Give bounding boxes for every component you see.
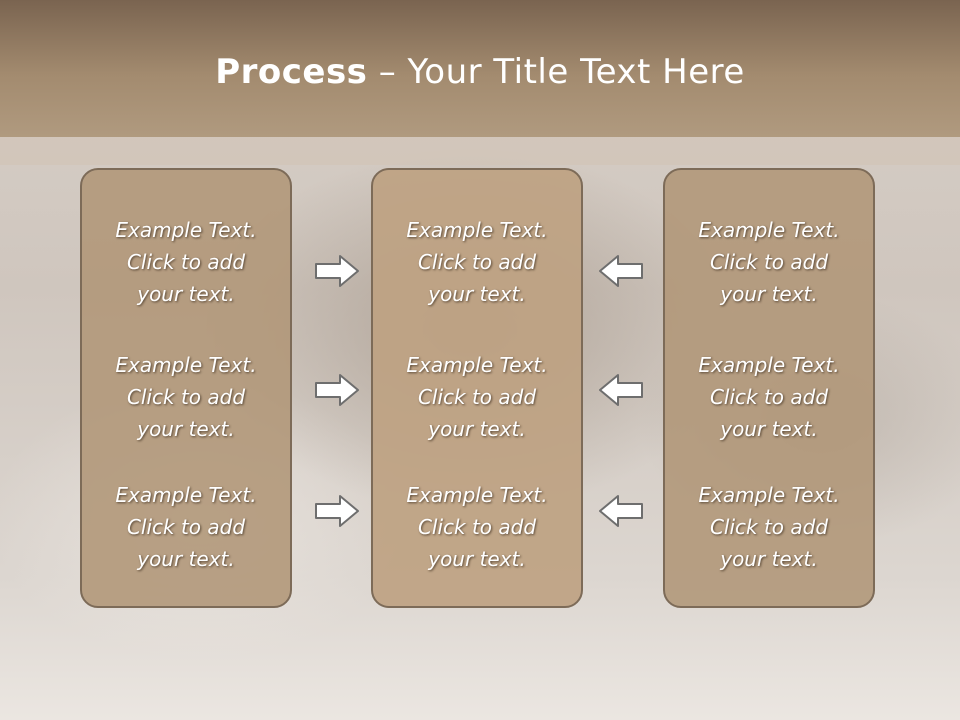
text-block[interactable]: Example Text. Click to add your text. (373, 214, 581, 310)
text-line: Click to add (709, 515, 829, 539)
text-line: Example Text. (115, 218, 257, 242)
text-line: your text. (428, 282, 526, 306)
text-line: Example Text. (115, 483, 257, 507)
text-line: Click to add (709, 385, 829, 409)
text-block[interactable]: Example Text. Click to add your text. (665, 214, 873, 310)
title-bar (0, 0, 960, 137)
text-line: your text. (720, 417, 818, 441)
text-line: Click to add (417, 250, 537, 274)
text-line: your text. (137, 547, 235, 571)
text-line: Example Text. (406, 353, 548, 377)
right-arrow-icon (315, 495, 359, 527)
right-box[interactable]: Example Text. Click to add your text. Ex… (663, 168, 875, 608)
title-rest: – Your Title Text Here (367, 52, 745, 92)
left-box[interactable]: Example Text. Click to add your text. Ex… (80, 168, 292, 608)
text-line: Example Text. (406, 483, 548, 507)
text-block[interactable]: Example Text. Click to add your text. (82, 214, 290, 310)
text-block[interactable]: Example Text. Click to add your text. (373, 479, 581, 575)
text-line: your text. (428, 417, 526, 441)
text-line: Click to add (126, 385, 246, 409)
text-line: Click to add (709, 250, 829, 274)
title-bold: Process (215, 52, 368, 92)
slide-title[interactable]: Process – Your Title Text Here (0, 52, 960, 92)
text-line: your text. (720, 547, 818, 571)
center-box[interactable]: Example Text. Click to add your text. Ex… (371, 168, 583, 608)
left-arrow-icon (599, 495, 643, 527)
text-line: Click to add (126, 515, 246, 539)
left-arrow-icon (599, 374, 643, 406)
text-block[interactable]: Example Text. Click to add your text. (82, 479, 290, 575)
text-line: Click to add (126, 250, 246, 274)
text-line: your text. (720, 282, 818, 306)
text-line: Example Text. (698, 483, 840, 507)
text-line: your text. (137, 282, 235, 306)
text-line: your text. (428, 547, 526, 571)
left-arrow-icon (599, 255, 643, 287)
text-line: Example Text. (115, 353, 257, 377)
right-arrow-icon (315, 374, 359, 406)
text-line: Example Text. (698, 218, 840, 242)
text-line: Example Text. (406, 218, 548, 242)
text-line: Click to add (417, 515, 537, 539)
text-block[interactable]: Example Text. Click to add your text. (373, 349, 581, 445)
text-block[interactable]: Example Text. Click to add your text. (82, 349, 290, 445)
text-line: Click to add (417, 385, 537, 409)
title-band (0, 137, 960, 165)
text-block[interactable]: Example Text. Click to add your text. (665, 349, 873, 445)
text-block[interactable]: Example Text. Click to add your text. (665, 479, 873, 575)
text-line: Example Text. (698, 353, 840, 377)
right-arrow-icon (315, 255, 359, 287)
text-line: your text. (137, 417, 235, 441)
